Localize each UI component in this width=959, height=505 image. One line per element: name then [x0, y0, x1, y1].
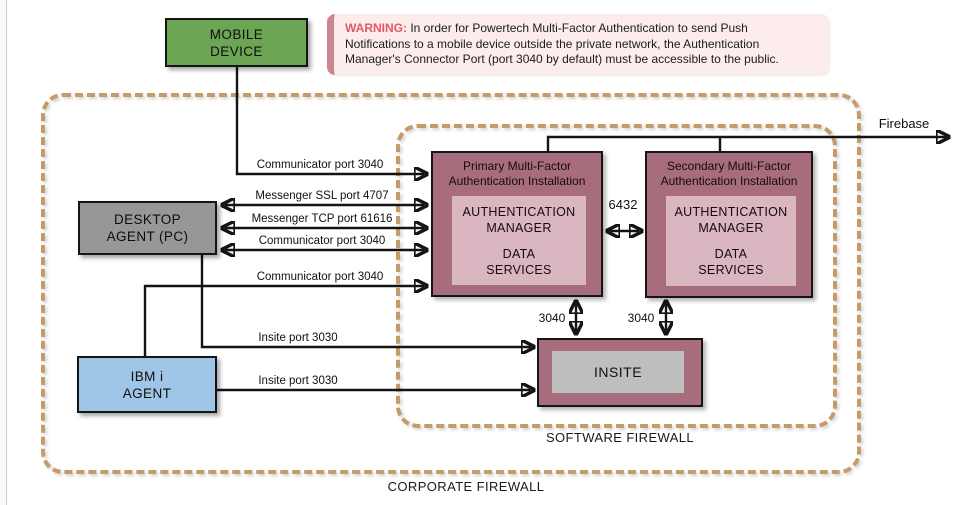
mobile-device-label-line2: DEVICE: [210, 43, 263, 59]
ibmi-agent-label-line1: IBM i: [130, 368, 164, 384]
primary-installation-title: Primary Multi-Factor Authentication Inst…: [448, 159, 586, 188]
warning-prefix: WARNING:: [345, 21, 407, 35]
page-left-border: [6, 0, 7, 505]
desktop-agent-label-line2: AGENT (PC): [106, 229, 189, 244]
primary-auth-manager-label: AUTHENTICATION MANAGER: [462, 204, 576, 235]
secondary-auth-manager-label: AUTHENTICATION MANAGER: [674, 205, 788, 235]
secondary-insite-port-label: 3040: [627, 311, 655, 325]
insite-panel: INSITE: [552, 351, 684, 393]
ibmi-communicator-port-label: Communicator port 3040: [256, 271, 384, 283]
warning-line-3: Manager's Connector Port (port 3040 by d…: [345, 52, 779, 66]
secondary-data-services-label: DATA SERVICES: [698, 247, 764, 277]
desktop-communicator-port-label: Communicator port 3040: [258, 235, 386, 247]
replication-port-label: 6432: [608, 197, 638, 212]
desktop-agent-node: DESKTOP AGENT (PC): [78, 201, 217, 255]
insite-node: INSITE: [537, 338, 703, 407]
primary-installation-node: Primary Multi-Factor Authentication Inst…: [431, 151, 603, 297]
corporate-firewall-boundary: [41, 93, 861, 474]
messenger-tcp-port-label: Messenger TCP port 61616: [251, 213, 393, 225]
software-firewall-label: SOFTWARE FIREWALL: [545, 430, 695, 445]
warning-callout: WARNING: In order for Powertech Multi-Fa…: [327, 14, 829, 75]
desktop-insite-wire: [200, 251, 531, 347]
warning-line-2: Notifications to a mobile device outside…: [345, 36, 760, 51]
secondary-installation-title: Secondary Multi-Factor Authentication In…: [660, 159, 798, 188]
ibmi-agent-label-line2: AGENT: [122, 385, 172, 401]
firebase-wire: [546, 137, 946, 152]
desktop-agent-label-line1: DESKTOP: [113, 212, 182, 227]
messenger-ssl-port-label: Messenger SSL port 4707: [255, 190, 389, 202]
primary-auth-manager-panel: AUTHENTICATION MANAGER DATA SERVICES: [452, 196, 586, 285]
mobile-communicator-port-label: Communicator port 3040: [256, 159, 384, 171]
secondary-auth-manager-panel: AUTHENTICATION MANAGER DATA SERVICES: [666, 196, 796, 286]
mobile-device-node: MOBILE DEVICE: [165, 18, 308, 67]
primary-insite-port-label: 3040: [538, 311, 566, 325]
desktop-insite-port-label: Insite port 3030: [258, 332, 338, 344]
firebase-label: Firebase: [878, 116, 930, 131]
software-firewall-boundary: [396, 124, 837, 428]
ibmi-agent-node: IBM i AGENT: [77, 356, 217, 413]
insite-label: INSITE: [593, 364, 643, 380]
mobile-device-label-line1: MOBILE: [209, 26, 264, 42]
ibmi-communicator-wire: [143, 286, 424, 356]
page-margin-strip: [0, 0, 6, 505]
ibmi-insite-port-label: Insite port 3030: [258, 375, 338, 387]
primary-data-services-label: DATA SERVICES: [486, 246, 552, 277]
secondary-installation-node: Secondary Multi-Factor Authentication In…: [645, 151, 813, 298]
corporate-firewall-label: CORPORATE FIREWALL: [387, 479, 545, 494]
warning-line-1: WARNING: In order for Powertech Multi-Fa…: [345, 21, 748, 35]
mobile-to-primary-wire: [235, 67, 424, 174]
